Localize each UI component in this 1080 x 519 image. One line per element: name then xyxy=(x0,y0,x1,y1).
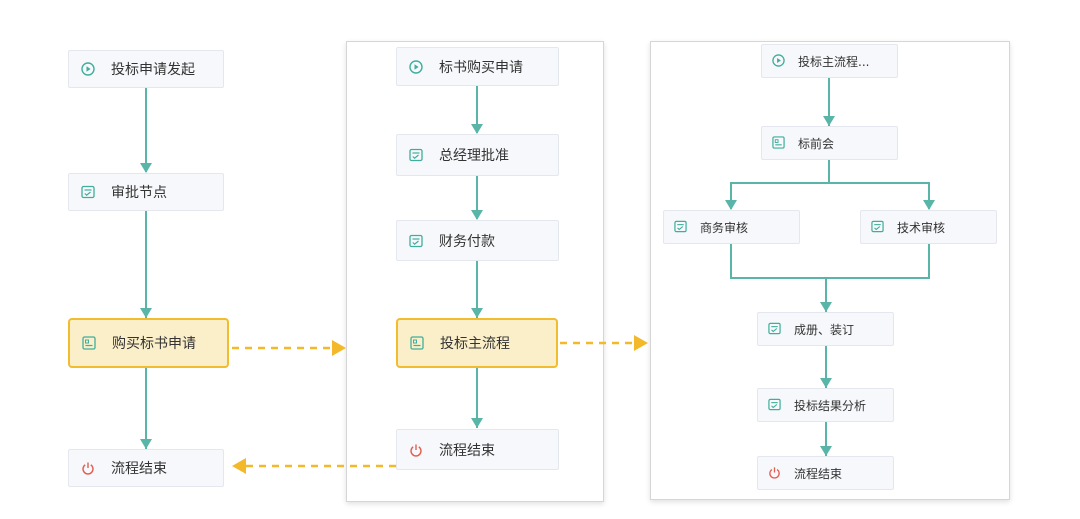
link-arrow-head xyxy=(232,458,246,474)
task-icon xyxy=(674,220,688,234)
bid-main-subprocess-panel xyxy=(650,41,1010,500)
node-bid-result-analysis[interactable]: 投标结果分析 xyxy=(757,388,894,422)
subprocess-icon xyxy=(772,136,786,150)
node-bid-main-start[interactable]: 投标主流程... xyxy=(761,44,898,78)
task-icon xyxy=(871,220,885,234)
node-gm-approval[interactable]: 总经理批准 xyxy=(396,134,559,176)
node-label: 标前会 xyxy=(798,136,835,151)
task-icon xyxy=(768,322,782,336)
power-icon xyxy=(409,443,423,457)
play-circle-icon xyxy=(409,59,423,74)
node-label: 流程结束 xyxy=(794,466,843,481)
node-label: 总经理批准 xyxy=(439,148,509,164)
node-label: 流程结束 xyxy=(111,461,167,477)
node-bid-flow-end[interactable]: 流程结束 xyxy=(757,456,894,490)
node-business-review[interactable]: 商务审核 xyxy=(663,210,800,244)
arrow-head xyxy=(140,163,152,173)
node-technical-review[interactable]: 技术审核 xyxy=(860,210,997,244)
play-circle-icon xyxy=(772,54,786,68)
power-icon xyxy=(768,466,782,480)
task-icon xyxy=(768,398,782,412)
subprocess-icon xyxy=(82,336,96,350)
node-label: 技术审核 xyxy=(897,220,946,235)
play-circle-icon xyxy=(81,62,95,76)
node-label: 投标主流程 xyxy=(440,336,510,352)
node-label: 购买标书申请 xyxy=(112,336,196,352)
node-purchase-flow-end[interactable]: 流程结束 xyxy=(396,429,559,470)
node-purchase-bid-document[interactable]: 购买标书申请 xyxy=(68,318,229,368)
power-icon xyxy=(81,461,95,475)
node-label: 投标结果分析 xyxy=(794,398,867,413)
arrow-head xyxy=(140,439,152,449)
task-icon xyxy=(409,234,423,248)
task-icon xyxy=(409,148,423,162)
arrow-head xyxy=(140,308,152,318)
node-finance-payment[interactable]: 财务付款 xyxy=(396,220,559,261)
node-label: 商务审核 xyxy=(700,220,749,235)
task-icon xyxy=(81,185,95,199)
link-arrow-head xyxy=(634,335,648,351)
node-approval[interactable]: 审批节点 xyxy=(68,173,224,211)
node-binding[interactable]: 成册、装订 xyxy=(757,312,894,346)
node-label: 投标申请发起 xyxy=(111,62,195,78)
node-label: 财务付款 xyxy=(439,233,495,250)
main-flow-connectors xyxy=(140,88,152,449)
subprocess-icon xyxy=(410,336,424,350)
node-bid-main-process[interactable]: 投标主流程 xyxy=(396,318,558,368)
node-label: 成册、装订 xyxy=(794,322,855,337)
node-pre-bid-meeting[interactable]: 标前会 xyxy=(761,126,898,160)
node-flow-end[interactable]: 流程结束 xyxy=(68,449,224,487)
link-arrow-head xyxy=(332,340,346,356)
node-bid-document-purchase-start[interactable]: 标书购买申请 xyxy=(396,47,559,86)
node-label: 流程结束 xyxy=(439,442,495,459)
node-label: 标书购买申请 xyxy=(439,59,523,76)
node-label: 审批节点 xyxy=(111,185,167,201)
node-label: 投标主流程... xyxy=(798,54,870,69)
node-bid-application-start[interactable]: 投标申请发起 xyxy=(68,50,224,88)
